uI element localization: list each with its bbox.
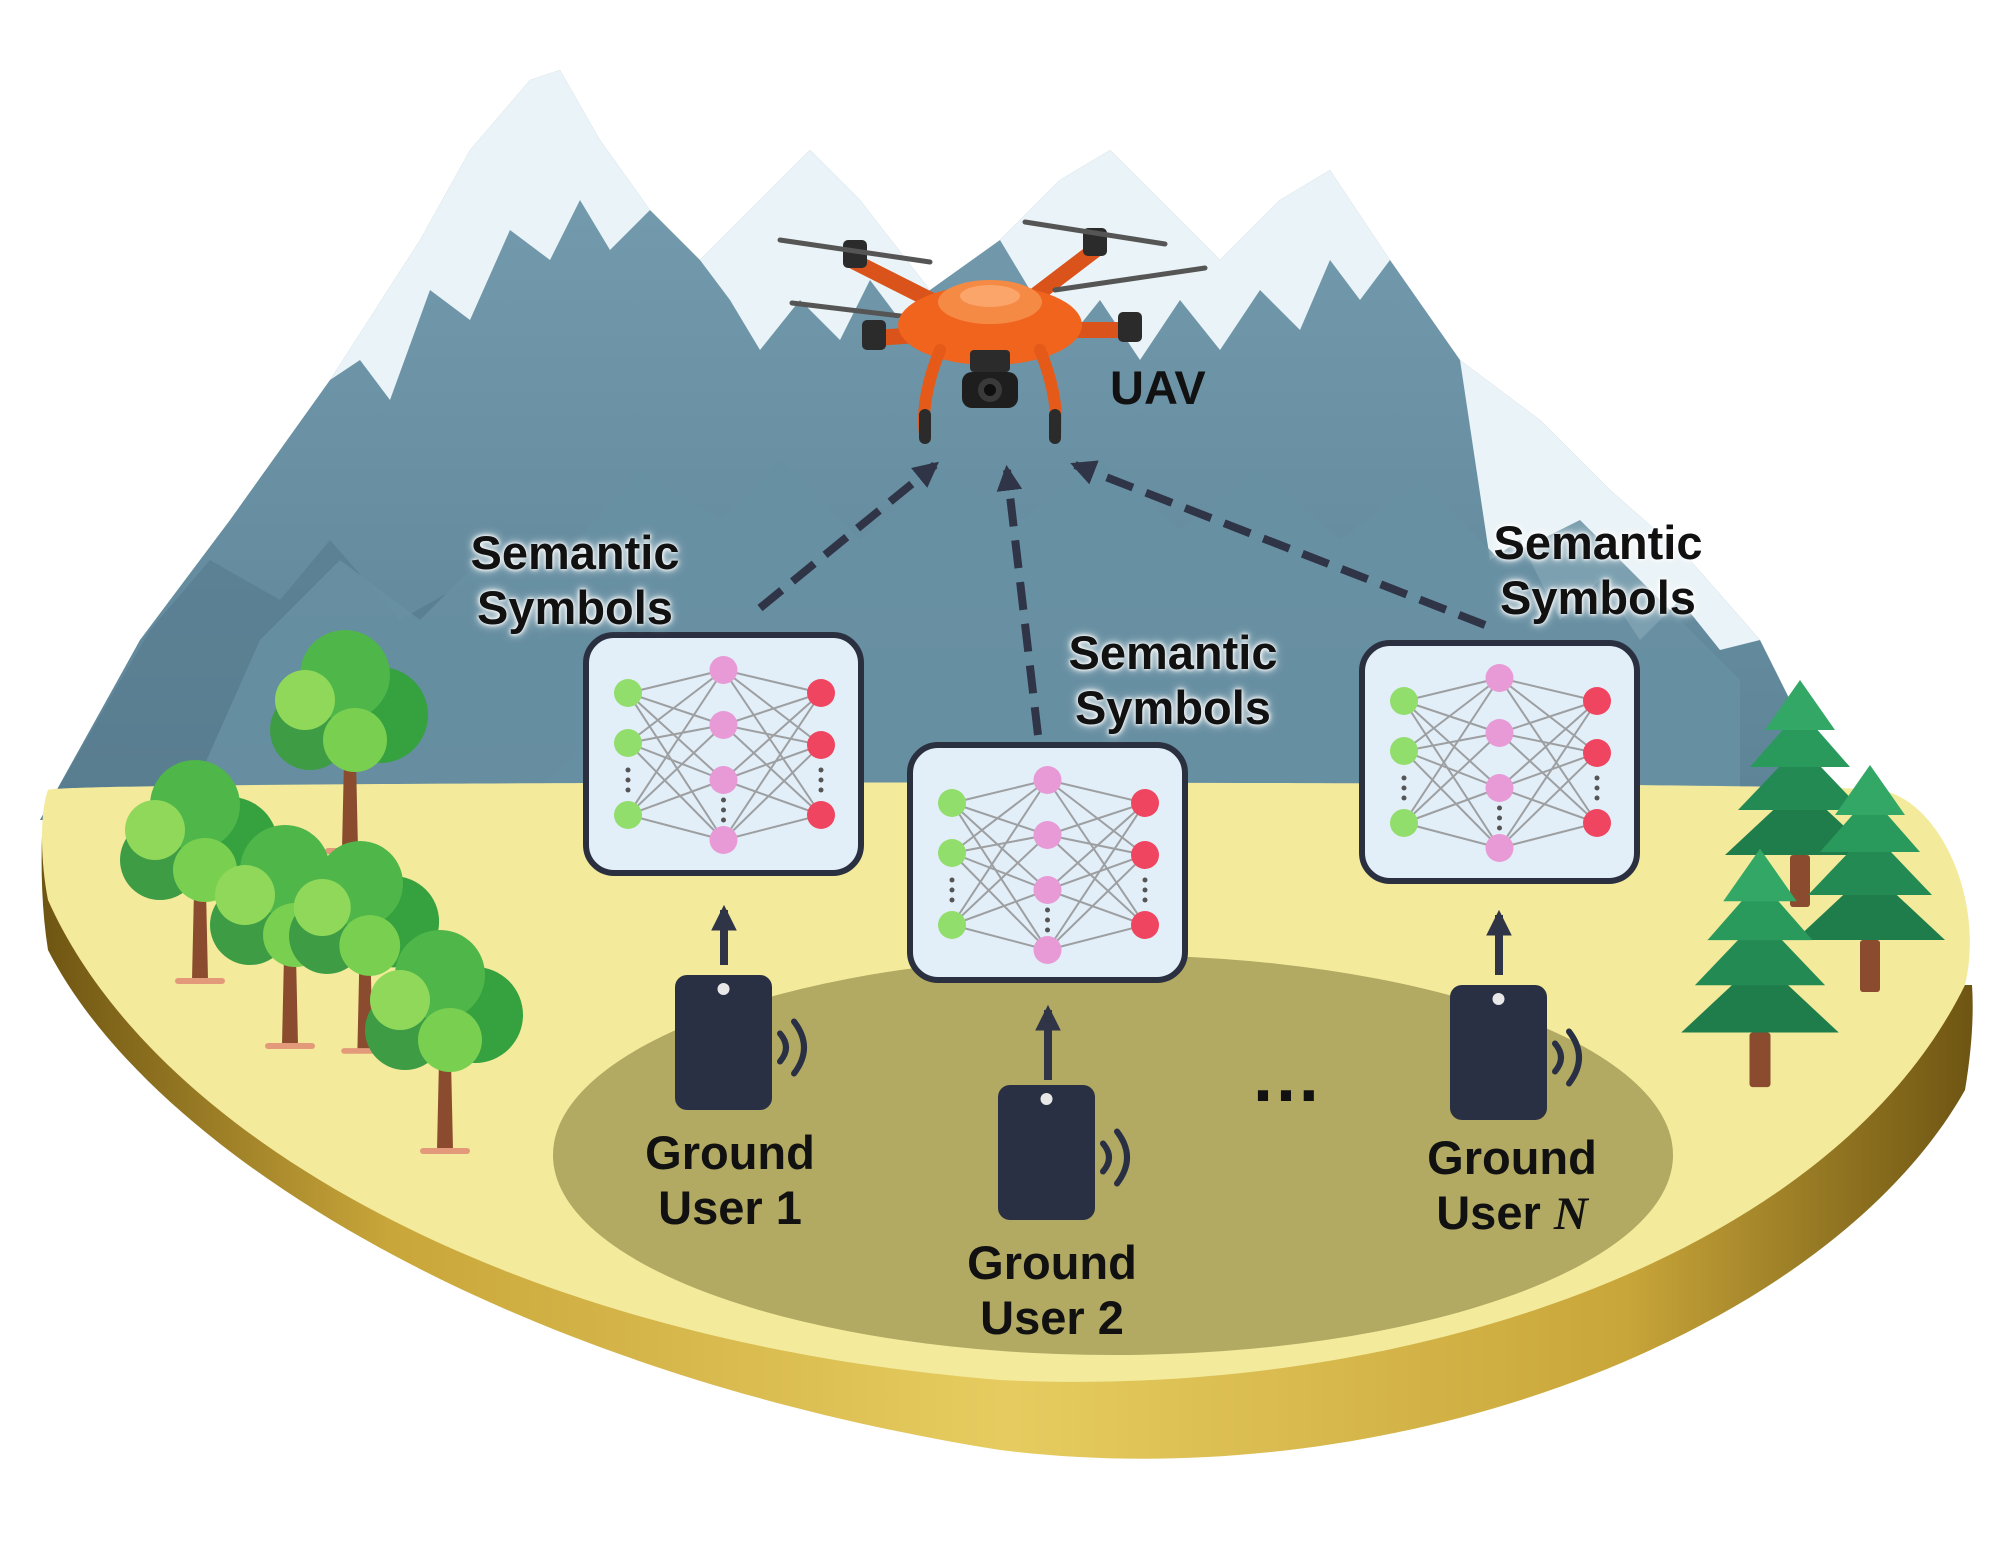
hidden-node xyxy=(1033,876,1062,904)
user-label-line2: User 2 xyxy=(942,1290,1162,1345)
hidden-node xyxy=(1033,766,1062,794)
coverage-area xyxy=(553,955,1673,1355)
input-node xyxy=(614,679,642,707)
network-box xyxy=(583,632,864,876)
input-node xyxy=(614,729,642,757)
hidden-node xyxy=(1485,774,1514,802)
input-node xyxy=(938,789,966,817)
user-label-text: User xyxy=(658,1181,763,1235)
output-node xyxy=(1583,739,1611,767)
user-index: 1 xyxy=(775,1181,802,1235)
neural-network-icon xyxy=(583,632,864,876)
user-label-text: User xyxy=(980,1291,1085,1345)
user-index: 2 xyxy=(1097,1291,1124,1345)
output-node xyxy=(1131,841,1159,869)
pine-tree-icon xyxy=(1795,765,1945,992)
input-node xyxy=(1390,737,1418,765)
uplink-arrow-1 xyxy=(757,461,939,612)
semantic-symbols-label-2: Semantic Symbols xyxy=(1053,625,1293,736)
smartphone-icon xyxy=(675,975,772,1110)
output-node xyxy=(1583,809,1611,837)
uav-label: UAV xyxy=(1110,361,1206,414)
ground-devices xyxy=(675,975,1582,1220)
input-node xyxy=(614,801,642,829)
input-node xyxy=(938,911,966,939)
uplink-arrow-3 xyxy=(1070,460,1487,629)
semantic-label-line2: Symbols xyxy=(1500,571,1696,625)
tree-icon xyxy=(365,930,523,1154)
neural-network-icon xyxy=(907,742,1188,983)
semantic-label-line2: Symbols xyxy=(477,581,673,635)
tree-icon xyxy=(289,841,440,1054)
user-index: N xyxy=(1553,1188,1588,1241)
network-box xyxy=(907,742,1188,983)
hidden-node xyxy=(1485,719,1514,747)
semantic-label-line2: Symbols xyxy=(1075,681,1271,735)
hidden-node xyxy=(1033,821,1062,849)
neural-network-icon xyxy=(1359,640,1640,884)
pine-tree-icon xyxy=(1681,848,1839,1088)
user-label-line2: User 1 xyxy=(620,1180,840,1235)
output-node xyxy=(807,801,835,829)
mountain-range xyxy=(40,70,1800,820)
uplink-arrow-2 xyxy=(996,464,1042,736)
ground-user-label-1: Ground User 1 xyxy=(620,1125,840,1236)
pine-trees xyxy=(1681,680,1945,1088)
mountain-mid-ridge xyxy=(180,460,1740,820)
tree-icon xyxy=(270,630,428,854)
drone-icon xyxy=(777,219,1208,444)
input-node xyxy=(1390,809,1418,837)
semantic-symbols-label-1: Semantic Symbols xyxy=(455,525,695,636)
input-node xyxy=(1390,687,1418,715)
wireless-signal-icon xyxy=(777,1018,807,1077)
wireless-signal-icon xyxy=(1100,1128,1130,1187)
output-node xyxy=(807,731,835,759)
hidden-node xyxy=(709,656,738,684)
user-label-line1: Ground xyxy=(967,1236,1137,1289)
tree-icon xyxy=(120,760,278,984)
hidden-node xyxy=(1485,664,1514,692)
deciduous-trees xyxy=(120,630,523,1154)
wireless-signal-icon xyxy=(1552,1028,1582,1087)
user-label-line2: User N xyxy=(1402,1185,1622,1242)
smartphone-icon xyxy=(998,1085,1095,1220)
user-label-line1: Ground xyxy=(645,1126,815,1179)
ground-side xyxy=(41,835,1973,1459)
semantic-label-line1: Semantic xyxy=(470,526,680,579)
network-box xyxy=(1359,640,1640,884)
user-label-line1: Ground xyxy=(1427,1131,1597,1184)
hidden-node xyxy=(1485,834,1514,862)
ground-user-label-n: Ground User N xyxy=(1402,1130,1622,1243)
hidden-node xyxy=(1033,936,1062,964)
semantic-encoders xyxy=(583,632,1640,983)
ground-user-label-2: Ground User 2 xyxy=(942,1235,1162,1346)
output-node xyxy=(1131,911,1159,939)
snow-cap-left xyxy=(330,70,650,400)
device-arrows xyxy=(711,904,1512,1080)
semantic-label-line1: Semantic xyxy=(1068,626,1278,679)
hidden-node xyxy=(709,766,738,794)
user-label-text: User xyxy=(1436,1186,1541,1240)
semantic-symbols-label-3: Semantic Symbols xyxy=(1478,515,1718,626)
output-node xyxy=(1131,789,1159,817)
hidden-node xyxy=(709,711,738,739)
snow-cap-far-right xyxy=(1460,360,1760,650)
output-node xyxy=(807,679,835,707)
smartphone-icon xyxy=(1450,985,1547,1120)
input-node xyxy=(938,839,966,867)
more-users-ellipsis: … xyxy=(1250,1037,1322,1117)
semantic-label-line1: Semantic xyxy=(1493,516,1703,569)
snow-cap-mid xyxy=(700,150,930,350)
hidden-node xyxy=(709,826,738,854)
uplink-arrows xyxy=(757,460,1487,736)
snow-cap-right xyxy=(1000,150,1390,360)
output-node xyxy=(1583,687,1611,715)
